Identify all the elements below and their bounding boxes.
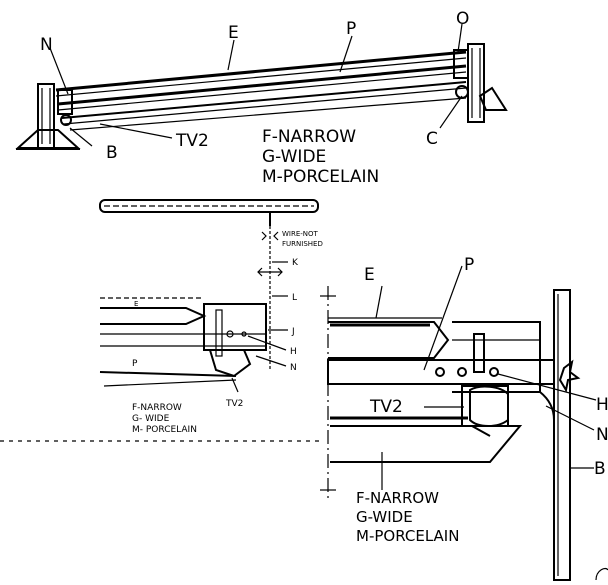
right-label-e: E: [364, 265, 375, 285]
left-post: [37, 83, 55, 149]
middle-bracket: [203, 303, 267, 351]
top-label-tv2: TV2: [175, 131, 209, 151]
right-post: [467, 43, 485, 123]
right-legend-line-3: M-PORCELAIN: [356, 527, 459, 545]
right-rail-e: [328, 321, 450, 359]
top-label-c: C: [426, 129, 438, 149]
middle-wire-note-1: WIRE-NOT: [282, 230, 319, 238]
right-label-h: H: [596, 395, 608, 415]
right-label-b: B: [594, 459, 606, 479]
wing-nut: [558, 359, 581, 393]
middle-label-k: K: [292, 258, 299, 268]
middle-label-e: E: [134, 300, 138, 308]
middle-label-tv2: TV2: [225, 399, 243, 409]
right-bracket: [452, 321, 541, 393]
middle-legend-line-2: G- WIDE: [132, 414, 170, 424]
top-label-o: O: [456, 9, 469, 29]
middle-detail-view: WIRE-NOT FURNISHED K L J H N E P TV2 F-N…: [0, 199, 323, 442]
right-label-n: N: [596, 425, 608, 445]
top-legend-line-2: G-WIDE: [262, 147, 326, 167]
middle-wire-note-2: FURNISHED: [282, 240, 323, 248]
top-label-e: E: [228, 23, 239, 43]
middle-label-j: J: [291, 327, 295, 337]
middle-rail-e: [100, 307, 207, 325]
right-label-p: P: [464, 255, 474, 275]
right-bottom-rail: [330, 425, 523, 463]
right-base: [478, 86, 508, 111]
middle-label-n: N: [290, 363, 297, 373]
top-assembly-view: N E P O C B TV2 F-NARROW G-WIDE M-PORCEL…: [15, 9, 508, 187]
top-rail-e: [55, 50, 467, 92]
middle-top-rail: [99, 199, 319, 213]
top-legend-line-3: M-PORCELAIN: [262, 167, 379, 187]
middle-label-p: P: [132, 359, 138, 369]
right-vertical-post: [553, 289, 571, 581]
top-label-n: N: [40, 35, 53, 55]
left-base: [15, 129, 81, 149]
top-rail-p: [57, 64, 467, 106]
middle-insulator: [208, 349, 252, 378]
middle-label-l: L: [292, 293, 297, 303]
right-legend-line-2: G-WIDE: [356, 508, 413, 526]
right-detail-view: E P TV2 H N B F-NARROW G-WIDE M-PORCELAI…: [320, 255, 608, 581]
top-label-p: P: [346, 19, 356, 39]
middle-legend-line-1: F-NARROW: [132, 403, 182, 413]
right-label-tv2: TV2: [369, 397, 403, 417]
right-legend-line-1: F-NARROW: [356, 489, 439, 507]
top-legend-line-1: F-NARROW: [262, 127, 356, 147]
middle-label-h: H: [290, 347, 297, 357]
middle-legend-line-3: M- PORCELAIN: [132, 425, 197, 435]
top-label-b: B: [106, 143, 118, 163]
